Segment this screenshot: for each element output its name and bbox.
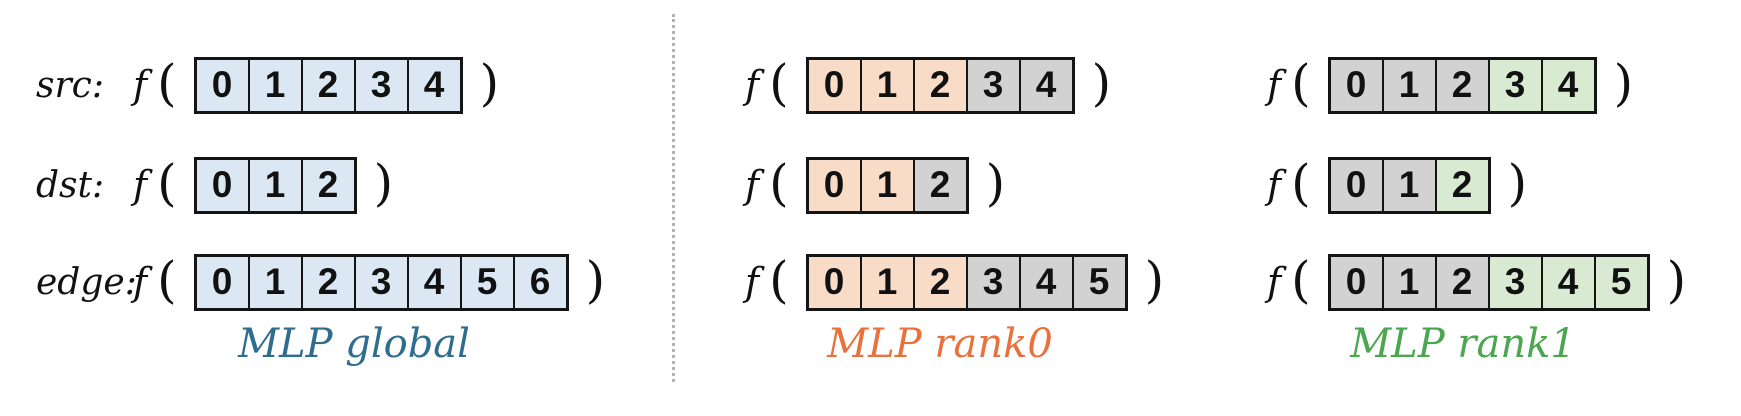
feature-cell: 5 <box>1073 256 1125 308</box>
feature-cell: 1 <box>249 159 303 211</box>
close-paren: ) <box>585 251 606 309</box>
function-symbol: f <box>1267 260 1282 304</box>
feature-cell: 2 <box>1436 59 1490 111</box>
feature-cell: 2 <box>302 256 356 308</box>
open-paren: ( <box>1291 54 1311 112</box>
open-paren: ( <box>769 251 789 309</box>
feature-cell: 2 <box>1436 256 1490 308</box>
open-paren: ( <box>1291 154 1311 212</box>
feature-cell: 4 <box>408 256 462 308</box>
open-paren: ( <box>157 154 177 212</box>
feature-cell: 0 <box>1330 256 1384 308</box>
function-symbol: f <box>1267 63 1282 107</box>
feature-cell: 1 <box>1383 159 1437 211</box>
feature-cell: 3 <box>1489 59 1543 111</box>
feature-cell: 1 <box>1383 256 1437 308</box>
row-label: edge: <box>36 261 137 303</box>
feature-cell: 6 <box>514 256 566 308</box>
feature-cell: 1 <box>861 159 915 211</box>
mlp-rank0-label: MLP rank0 <box>827 321 1053 367</box>
feature-cell: 2 <box>914 256 968 308</box>
feature-cell: 0 <box>196 59 250 111</box>
function-symbol: f <box>133 63 148 107</box>
feature-cell: 1 <box>249 256 303 308</box>
feature-cell: 0 <box>808 159 862 211</box>
open-paren: ( <box>157 251 177 309</box>
feature-cell: 3 <box>355 59 409 111</box>
feature-cell: 1 <box>861 256 915 308</box>
open-paren: ( <box>769 54 789 112</box>
open-paren: ( <box>769 154 789 212</box>
close-paren: ) <box>1613 54 1634 112</box>
feature-cell: 2 <box>1436 159 1488 211</box>
close-paren: ) <box>1507 154 1528 212</box>
function-symbol: f <box>745 63 760 107</box>
feature-cell: 2 <box>302 159 354 211</box>
column-divider <box>672 14 675 382</box>
feature-cell: 0 <box>1330 159 1384 211</box>
feature-cell: 2 <box>914 59 968 111</box>
feature-cell: 3 <box>967 59 1021 111</box>
function-symbol: f <box>745 163 760 207</box>
open-paren: ( <box>157 54 177 112</box>
feature-cell: 0 <box>808 256 862 308</box>
close-paren: ) <box>1666 251 1687 309</box>
row-label: src: <box>36 64 104 106</box>
function-symbol: f <box>133 260 148 304</box>
feature-cell: 4 <box>1020 256 1074 308</box>
feature-cell: 4 <box>1542 256 1596 308</box>
mlp-global-label: MLP global <box>238 321 470 367</box>
function-symbol: f <box>133 163 148 207</box>
close-paren: ) <box>985 154 1006 212</box>
feature-cell: 5 <box>1595 256 1647 308</box>
feature-cell: 3 <box>355 256 409 308</box>
feature-cell: 4 <box>1020 59 1072 111</box>
feature-cell: 1 <box>1383 59 1437 111</box>
close-paren: ) <box>1091 54 1112 112</box>
feature-cell: 2 <box>914 159 966 211</box>
feature-cell: 4 <box>1542 59 1594 111</box>
feature-cell: 4 <box>408 59 460 111</box>
feature-cell: 1 <box>249 59 303 111</box>
open-paren: ( <box>1291 251 1311 309</box>
mlp-rank1-label: MLP rank1 <box>1350 321 1576 367</box>
row-label: dst: <box>36 164 105 206</box>
feature-cell: 2 <box>302 59 356 111</box>
feature-cell: 5 <box>461 256 515 308</box>
function-symbol: f <box>745 260 760 304</box>
feature-cell: 0 <box>1330 59 1384 111</box>
function-symbol: f <box>1267 163 1282 207</box>
close-paren: ) <box>373 154 394 212</box>
feature-cell: 3 <box>967 256 1021 308</box>
close-paren: ) <box>1144 251 1165 309</box>
feature-cell: 1 <box>861 59 915 111</box>
feature-cell: 3 <box>1489 256 1543 308</box>
feature-cell: 0 <box>196 159 250 211</box>
close-paren: ) <box>479 54 500 112</box>
feature-cell: 0 <box>808 59 862 111</box>
feature-cell: 0 <box>196 256 250 308</box>
